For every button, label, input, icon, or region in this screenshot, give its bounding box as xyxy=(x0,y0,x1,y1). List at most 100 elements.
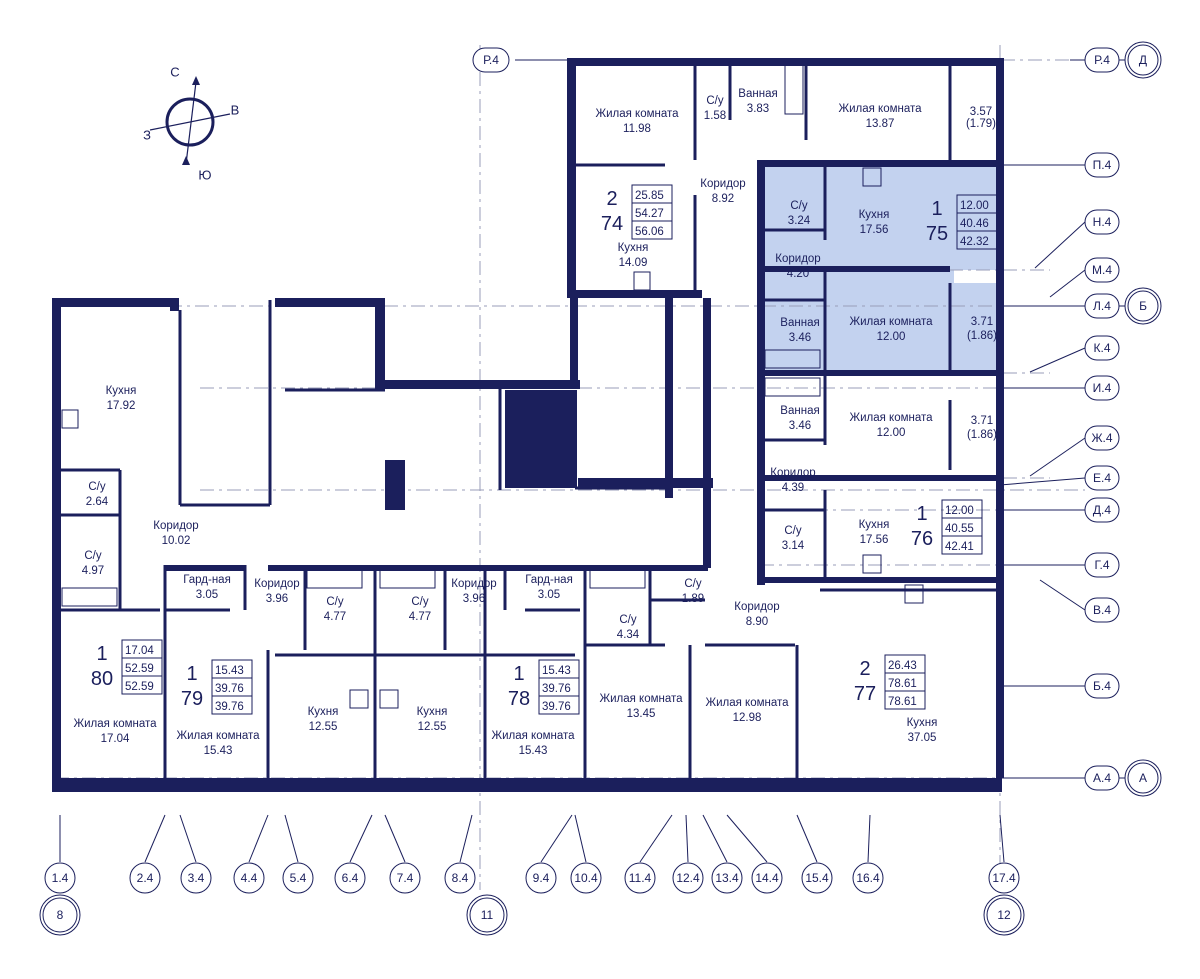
room-area: 1.58 xyxy=(704,110,726,122)
room-area: 17.56 xyxy=(860,534,889,546)
axis-bubble-bottom xyxy=(852,862,884,894)
axis-bubble-right xyxy=(1084,257,1120,283)
room-area: 17.92 xyxy=(107,400,136,412)
room-area: 13.87 xyxy=(866,118,895,130)
room-label: Жилая комната 17.04 xyxy=(73,718,157,745)
axis-bubble-bottom xyxy=(801,862,833,894)
axis-label-bottom: 8.4 xyxy=(452,871,469,885)
axis-leaders xyxy=(59,59,1125,863)
room-name: Жилая комната xyxy=(595,108,679,120)
room-name: Жилая комната xyxy=(705,697,789,709)
apartment-number: 76 xyxy=(911,528,933,550)
apartment-total-with-balcony: 42.32 xyxy=(960,236,989,248)
axis-label-bottom: 15.4 xyxy=(805,871,829,885)
room-area: 3.14 xyxy=(782,540,805,552)
room-area: 12.55 xyxy=(418,721,447,733)
room-area: 15.43 xyxy=(519,745,548,757)
axis-bubble-right xyxy=(1084,152,1120,178)
apartment-rooms: 1 xyxy=(916,503,927,525)
room-area: 3.46 xyxy=(789,420,811,432)
room-name: С/у xyxy=(706,95,724,107)
room-name: Кухня xyxy=(106,385,137,397)
compass-ring xyxy=(165,97,215,147)
room-area: 3.96 xyxy=(463,593,485,605)
apartment-rooms: 1 xyxy=(513,663,524,685)
room-area: 3.05 xyxy=(196,589,218,601)
room-name: Ванная xyxy=(780,405,819,417)
apartment-total-with-balcony: 39.76 xyxy=(215,701,244,713)
room-label: С/у1.89 xyxy=(682,578,704,605)
apartment-number: 77 xyxy=(854,683,876,705)
axis-label-bottom: 10.4 xyxy=(574,871,598,885)
axis-label-bottom: 17.4 xyxy=(992,871,1016,885)
room-area: 17.56 xyxy=(860,224,889,236)
axis-main-label-right: А xyxy=(1139,771,1147,785)
axis-bubble-left-top xyxy=(472,47,510,73)
room-area: 4.39 xyxy=(782,482,804,494)
room-label: Коридор 3.96 xyxy=(451,578,496,605)
room-name: Коридор xyxy=(451,578,496,590)
axis-label-right: Р.4 xyxy=(1094,53,1110,67)
room-label: 3.71 xyxy=(971,415,993,427)
apartment-living-area: 17.04 xyxy=(125,645,154,657)
axis-bubble-bottom xyxy=(334,862,366,894)
axis-bubbles: Р.4П.4Н.4М.4Л.4К.4И.4Ж.4Е.4Д.4Г.4В.4Б.4А… xyxy=(39,41,1162,936)
room-area: 12.00 xyxy=(877,427,906,439)
room-area: 3.83 xyxy=(747,103,769,115)
axis-bubble-bottom xyxy=(180,862,212,894)
room-label: С/у4.77 xyxy=(409,596,431,623)
room-name: С/у xyxy=(784,525,802,537)
axis-label-bottom: 6.4 xyxy=(342,871,359,885)
room-name: Жилая комната xyxy=(73,718,157,730)
room-area: 8.92 xyxy=(712,193,734,205)
room-name: Гард-ная xyxy=(183,574,231,586)
room-label: С/у4.34 xyxy=(617,614,640,641)
room-name: Кухня xyxy=(859,209,890,221)
room-name: Коридор xyxy=(775,253,820,265)
apartment-total-with-balcony: 56.06 xyxy=(635,226,664,238)
axis-label-bottom: 13.4 xyxy=(715,871,739,885)
room-label: С/у 1.58 xyxy=(704,95,726,122)
axis-label-bottom: 5.4 xyxy=(290,871,307,885)
axis-label-right: Н.4 xyxy=(1093,215,1112,229)
axis-bubble-bottom xyxy=(282,862,314,894)
axis-bubble-bottom xyxy=(525,862,557,894)
room-name: Кухня xyxy=(859,519,890,531)
room-area: 3.46 xyxy=(789,332,811,344)
room-label: (1.86) xyxy=(967,429,997,441)
room-area: 4.34 xyxy=(617,629,640,641)
apartment-number: 78 xyxy=(508,688,530,710)
axis-bubble-bottom xyxy=(570,862,602,894)
axis-main-bubble-right xyxy=(1124,41,1162,79)
axis-bubble-right xyxy=(1084,209,1120,235)
compass-east-label: В xyxy=(231,103,240,118)
axis-label-right: А.4 xyxy=(1093,771,1111,785)
axis-label-right: Ж.4 xyxy=(1091,431,1112,445)
axis-main-label-bottom: 11 xyxy=(481,908,494,922)
room-label: Гард-ная 3.05 xyxy=(183,574,231,601)
room-name: С/у xyxy=(790,200,808,212)
apartment-total-with-balcony: 42.41 xyxy=(945,541,974,553)
room-area: 4.77 xyxy=(409,611,431,623)
axis-bubble-right xyxy=(1084,765,1120,791)
axis-main-bubble-bottom xyxy=(39,894,81,936)
room-area: 17.04 xyxy=(101,733,130,745)
axis-bubble-bottom xyxy=(129,862,161,894)
room-name: С/у xyxy=(84,550,102,562)
